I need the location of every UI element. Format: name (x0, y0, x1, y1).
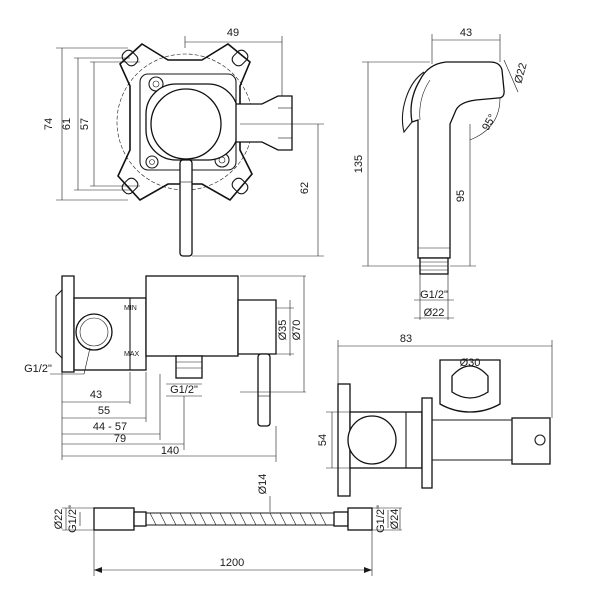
label-max: MAX (124, 351, 140, 358)
mounting-plate-front-view (116, 43, 293, 257)
dim-len-55: 55 (98, 405, 110, 417)
holder-assembly-view (337, 359, 551, 497)
label-min: MIN (124, 305, 137, 312)
dim-hose-left-thread: G1/2" (67, 505, 79, 533)
dim-spray-135: 135 (353, 155, 365, 173)
dim-62: 62 (299, 182, 311, 194)
dim-valve-d70: Ø70 (291, 320, 303, 341)
dim-hose-d14: Ø14 (257, 474, 269, 495)
valve-side-view (55, 275, 277, 427)
dim-74: 74 (43, 118, 55, 130)
dim-holder-d30: Ø30 (460, 357, 481, 369)
dim-len-79: 79 (114, 433, 126, 445)
dim-spray-95: 95 (455, 190, 467, 202)
dim-hose-left-d22: Ø22 (53, 509, 65, 530)
dim-spray-43: 43 (460, 27, 472, 39)
dim-holder-83: 83 (400, 333, 412, 345)
dim-spray-d22: Ø22 (513, 62, 530, 85)
dim-spray-thread: G1/2" (420, 289, 448, 301)
dim-hose-length: 1200 (220, 557, 244, 569)
dim-valve-d35: Ø35 (277, 320, 289, 341)
dim-len-43: 43 (90, 389, 102, 401)
dim-len-140: 140 (161, 445, 179, 457)
dim-spray-base-d22: Ø22 (424, 307, 445, 319)
dim-49: 49 (227, 27, 239, 39)
dim-61: 61 (61, 118, 73, 130)
dim-spray-angle: 95° (480, 112, 499, 132)
dim-valve-thread-bottom: G1/2" (170, 384, 198, 396)
hose-drawing (93, 507, 373, 531)
dim-57: 57 (79, 118, 91, 130)
dim-holder-54: 54 (317, 434, 329, 446)
dim-len-44-57: 44 - 57 (93, 421, 127, 433)
dim-hose-right-thread: G1/2" (375, 505, 387, 533)
hand-spray-side-view (401, 61, 505, 275)
dim-hose-right-d24: Ø24 (389, 509, 401, 530)
dim-valve-thread-left: G1/2" (24, 363, 52, 375)
